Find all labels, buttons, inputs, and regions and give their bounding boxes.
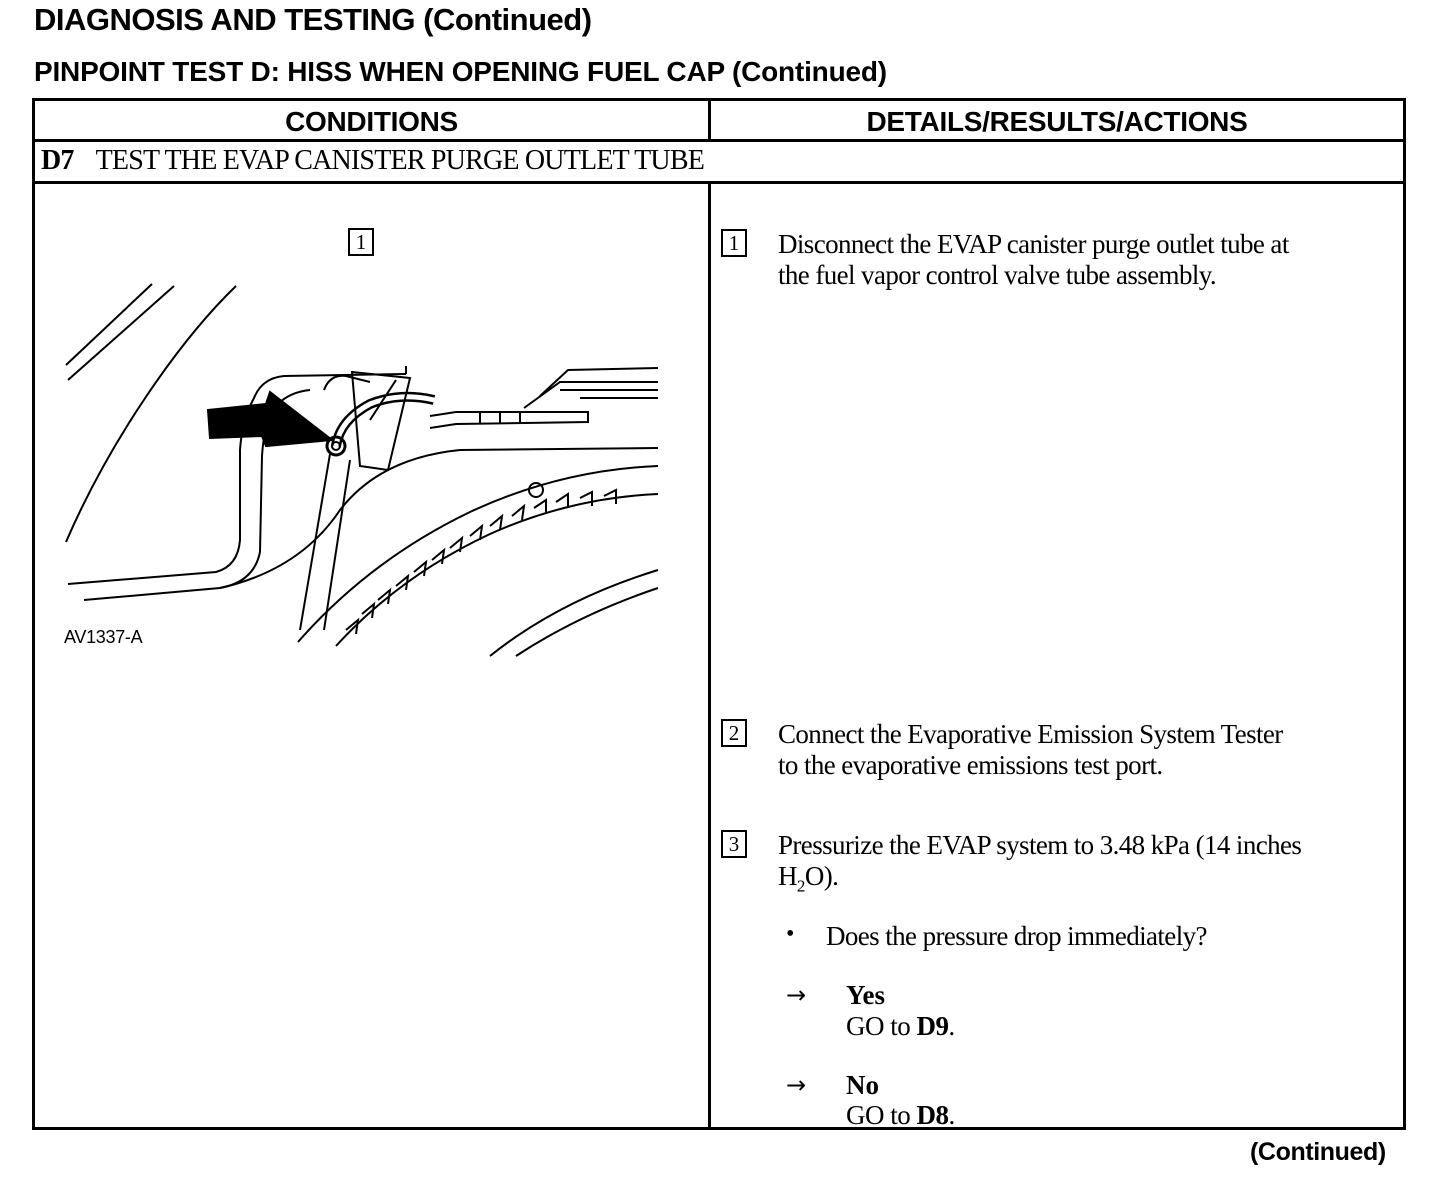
answer-no-action: GO to D8. <box>846 1100 955 1130</box>
section-subtitle: PINPOINT TEST D: HISS WHEN OPENING FUEL … <box>34 56 887 87</box>
diagnostic-table: CONDITIONS DETAILS/RESULTS/ACTIONS D7 TES… <box>32 98 1406 1130</box>
page-title: DIAGNOSIS AND TESTING (Continued) <box>34 2 592 37</box>
evap-canister-illustration <box>65 283 659 657</box>
arrow-right-icon: → <box>786 981 807 1009</box>
question-bullet: • <box>786 921 795 947</box>
action-2-text: Connect the Evaporative Emission System … <box>778 719 1283 780</box>
question-text: Does the pressure drop immediately? <box>826 921 1207 951</box>
header-divider <box>35 139 1403 142</box>
continued-note: (Continued) <box>1250 1138 1386 1166</box>
arrow-right-icon: → <box>786 1071 807 1099</box>
header-column-divider <box>708 101 711 139</box>
step-title-text: TEST THE EVAP CANISTER PURGE OUTLET TUBE <box>95 145 705 176</box>
body-column-divider <box>708 181 711 1127</box>
column-header-details: DETAILS/RESULTS/ACTIONS <box>866 106 1248 137</box>
step-title-divider <box>35 181 1403 184</box>
action-number-2: 2 <box>721 719 747 747</box>
action-1-text: Disconnect the EVAP canister purge outle… <box>778 229 1289 290</box>
answer-no-label: No <box>846 1070 879 1100</box>
link-d9[interactable]: D9 <box>916 1011 950 1041</box>
column-header-conditions: CONDITIONS <box>285 106 458 137</box>
action-number-3: 3 <box>721 830 747 858</box>
figure-callout-1: 1 <box>348 228 374 256</box>
step-title: D7 TEST THE EVAP CANISTER PURGE OUTLET TU… <box>41 145 705 177</box>
action-number-1: 1 <box>721 229 747 257</box>
answer-yes-action: GO to D9. <box>846 1011 955 1041</box>
link-d8[interactable]: D8 <box>916 1100 950 1130</box>
figure-id: AV1337-A <box>64 627 143 647</box>
answer-yes-label: Yes <box>846 980 885 1010</box>
step-id: D7 <box>41 145 74 176</box>
action-3-text: Pressurize the EVAP system to 3.48 kPa (… <box>778 830 1302 896</box>
